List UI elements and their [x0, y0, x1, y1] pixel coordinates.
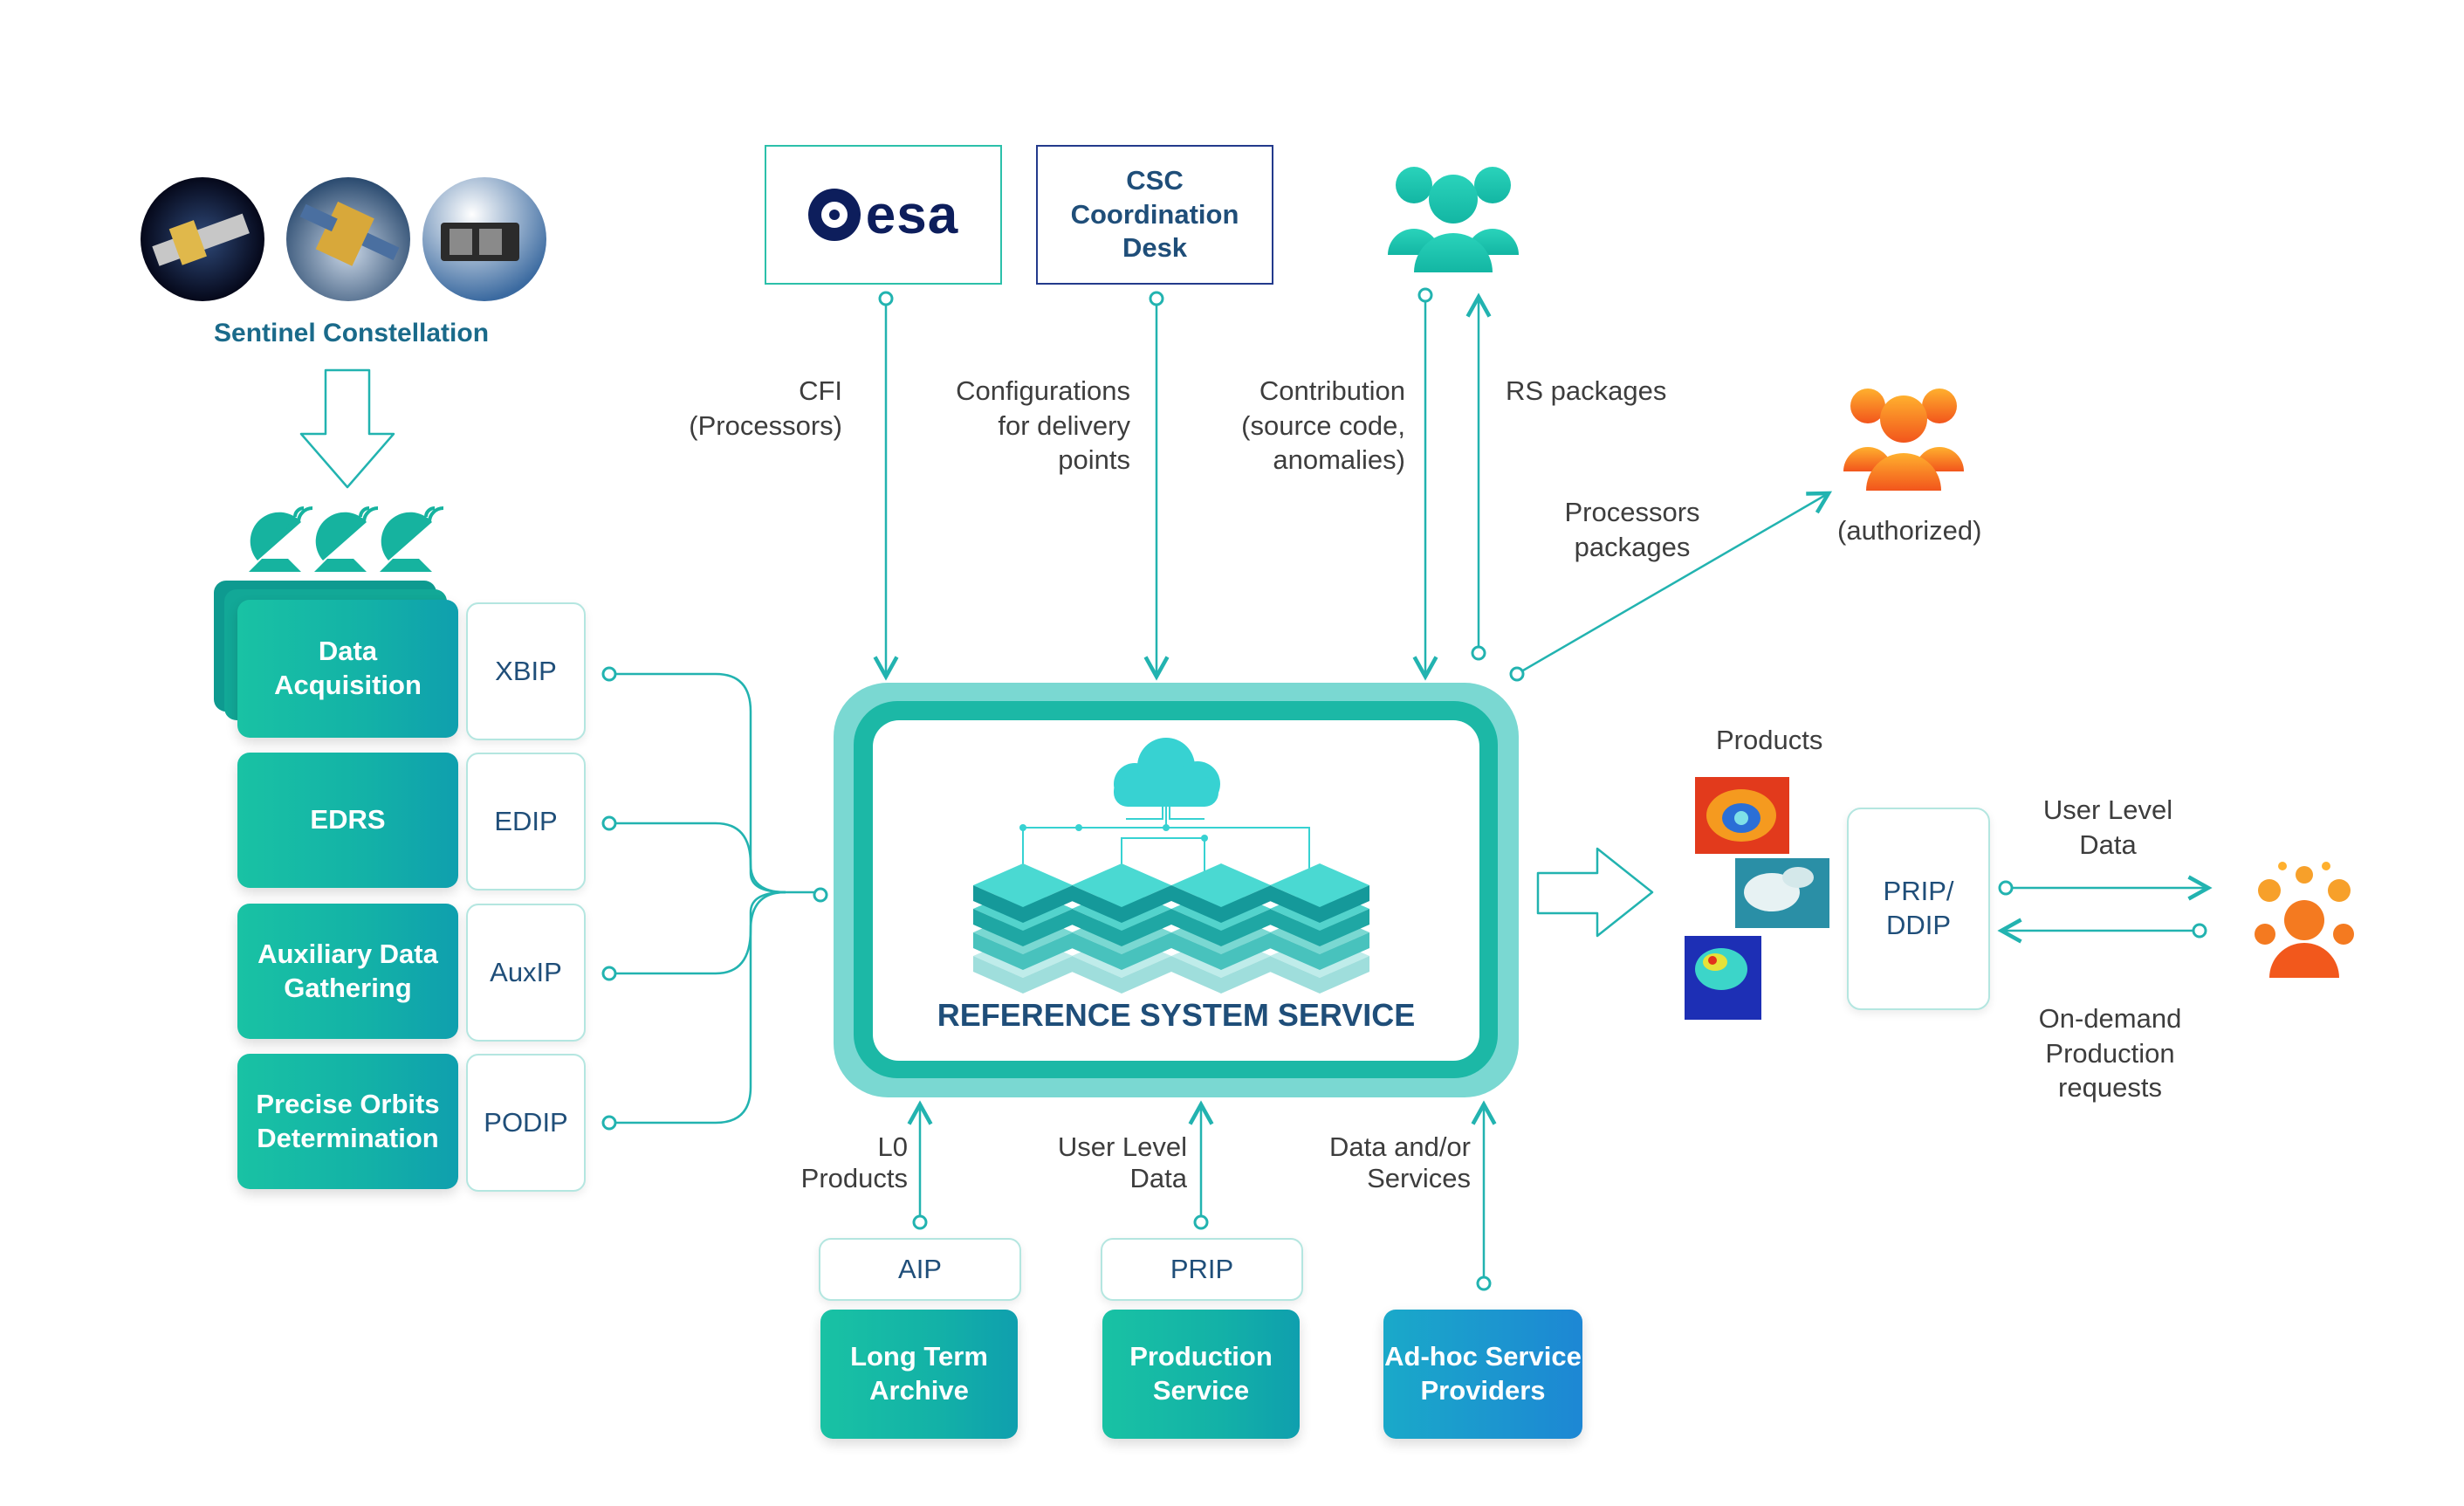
podip-box: PODIP	[466, 1054, 586, 1192]
connector-xbip	[609, 672, 820, 894]
antenna-icon	[314, 506, 379, 572]
rs-packages-label: RS packages	[1506, 375, 1667, 406]
prip-box: PRIP	[1101, 1238, 1303, 1301]
satellite-photo-1	[141, 177, 264, 301]
adhoc-service-providers-box: Ad-hoc Service Providers	[1383, 1310, 1582, 1439]
csc-label: CSC Coordination Desk	[1070, 164, 1239, 264]
csc-coordination-desk-box: CSC Coordination Desk	[1036, 145, 1273, 285]
authorized-label: (authorized)	[1837, 515, 1982, 546]
configurations-label: Configurations for delivery points	[956, 375, 1130, 476]
antenna-icon	[249, 506, 313, 572]
reference-system-service-title: REFERENCE SYSTEM SERVICE	[937, 997, 1416, 1033]
auxiliary-data-gathering-box: Auxiliary Data Gathering	[237, 904, 458, 1039]
aip-box: AIP	[819, 1238, 1021, 1301]
auxip-box: AuxIP	[466, 904, 586, 1042]
users-group-icon	[1388, 167, 1519, 272]
esa-logo-text: esa	[865, 184, 959, 245]
connector-auxip	[609, 891, 786, 975]
production-service-box: Production Service	[1102, 1310, 1300, 1439]
precise-orbits-determination-box: Precise Orbits Determination	[237, 1054, 458, 1189]
satellite-photo-2	[286, 177, 410, 301]
product-image-1	[1695, 777, 1789, 854]
authorized-users-icon	[1843, 389, 1964, 491]
long-term-archive-box: Long Term Archive	[820, 1310, 1018, 1439]
down-arrow-icon	[299, 368, 395, 489]
l0-products-label: L0 Products	[800, 1131, 908, 1193]
connector-podip	[609, 891, 786, 1124]
connector-edip	[609, 822, 786, 894]
server-stack-icon	[1171, 863, 1271, 994]
server-stack-icon	[1072, 863, 1171, 994]
esa-logo-icon	[807, 189, 861, 241]
right-arrow-icon	[1536, 847, 1654, 938]
arrow-processors-packages	[1516, 491, 1833, 676]
sentinel-constellation-label: Sentinel Constellation	[214, 319, 490, 347]
server-stack-icon	[1270, 863, 1369, 994]
product-image-2	[1735, 858, 1829, 928]
cfi-label: CFI (Processors)	[689, 375, 842, 441]
user-level-data-bottom-label: User Level Data	[1057, 1131, 1187, 1193]
edip-box: EDIP	[466, 753, 586, 891]
edrs-box: EDRS	[237, 753, 458, 888]
data-services-label: Data and/or Services	[1329, 1131, 1471, 1193]
antenna-icon	[380, 506, 444, 572]
product-image-3	[1685, 936, 1761, 1020]
satellite-photo-3	[422, 177, 546, 301]
user-network-icon	[2255, 862, 2354, 978]
processors-packages-label: Processors packages	[1564, 497, 1700, 562]
on-demand-production-label: On-demand Production requests	[2038, 1003, 2182, 1104]
prip-ddip-box: PRIP/ DDIP	[1847, 808, 1990, 1010]
server-stack-icon	[973, 863, 1073, 994]
data-acquisition-box: Data Acquisition	[237, 600, 458, 738]
cloud-icon	[1114, 738, 1220, 807]
xbip-box: XBIP	[466, 602, 586, 740]
products-label: Products	[1716, 725, 1823, 755]
esa-logo-box: esa	[765, 145, 1002, 285]
contribution-label: Contribution (source code, anomalies)	[1241, 375, 1405, 476]
user-level-data-right-label: User Level Data	[2042, 794, 2173, 860]
